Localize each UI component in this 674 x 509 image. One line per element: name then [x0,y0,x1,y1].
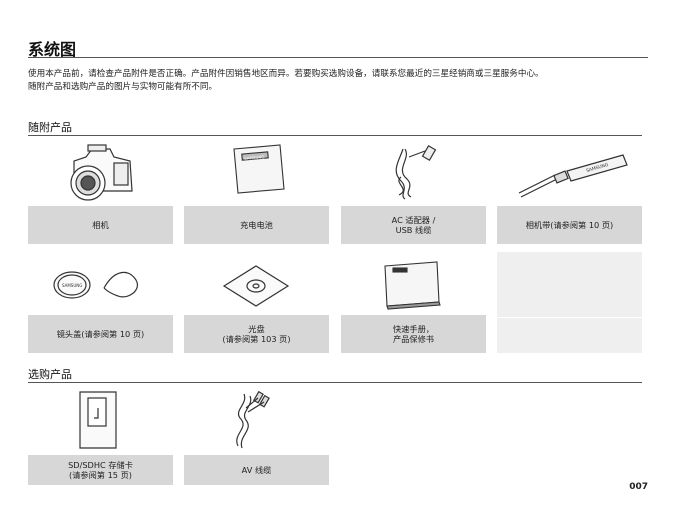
disc-label-line-1: 光盘 [248,324,265,334]
empty-label-slot [497,318,642,353]
adapter-label-line-2: USB 线缆 [395,225,432,235]
av-cable-icon [184,388,329,453]
lens-cap-brand-text: SAMSUNG [62,283,82,288]
lens-cap-icon: SAMSUNG [28,252,173,317]
disc-label: 光盘 (请参阅第 103 页) [184,315,329,353]
disc-label-line-2: (请参阅第 103 页) [222,334,291,344]
section-included-title: 随附产品 [28,121,72,134]
page-number: 007 [629,482,648,492]
section-optional-title: 选购产品 [28,368,72,381]
sd-card-label-line-1: SD/SDHC 存储卡 [68,460,133,470]
camera-icon [28,141,173,206]
battery-label: 充电电池 [184,206,329,244]
strap-label-line-1: 相机带(请参阅第 10 页) [525,220,614,230]
lens-cap-label: 镜头盖(请参阅第 10 页) [28,315,173,353]
intro-text: 使用本产品前，请检查产品附件是否正确。产品附件因销售地区而异。若要购买选购设备，… [28,68,648,94]
battery-icon: SAMSUNG [184,141,329,206]
section-optional-divider [28,382,642,383]
lens-cap-label-line-1: 镜头盖(请参阅第 10 页) [56,329,145,339]
section-included-divider [28,135,642,136]
adapter-label: AC 适配器 / USB 线缆 [341,206,486,244]
title-divider [28,57,648,58]
disc-icon [184,252,329,317]
intro-line-1: 使用本产品前，请检查产品附件是否正确。产品附件因销售地区而异。若要购买选购设备，… [28,69,544,79]
strap-icon: SAMSUNG [497,141,642,206]
sd-card-label-line-2: (请参阅第 15 页) [69,470,132,480]
av-cable-label: AV 线缆 [184,455,329,485]
battery-label-line-1: 充电电池 [240,220,273,230]
sd-card-icon [28,388,173,453]
intro-line-2: 随附产品和选购产品的图片与实物可能有所不同。 [28,82,218,92]
sd-card-label: SD/SDHC 存储卡 (请参阅第 15 页) [28,455,173,485]
manual-label: 快速手册， 产品保修书 [341,315,486,353]
strap-label: 相机带(请参阅第 10 页) [497,206,642,244]
empty-image-slot [497,252,642,317]
manual-label-line-1: 快速手册， [393,324,434,334]
adapter-label-line-1: AC 适配器 / [391,215,436,225]
battery-brand-text: SAMSUNG [244,154,265,161]
av-cable-label-line-1: AV 线缆 [241,465,272,475]
camera-label-line-1: 相机 [92,220,109,230]
page-title: 系统图 [28,40,77,59]
adapter-cable-icon [341,141,486,206]
manual-label-line-2: 产品保修书 [393,334,434,344]
camera-label: 相机 [28,206,173,244]
manual-icon [341,252,486,317]
